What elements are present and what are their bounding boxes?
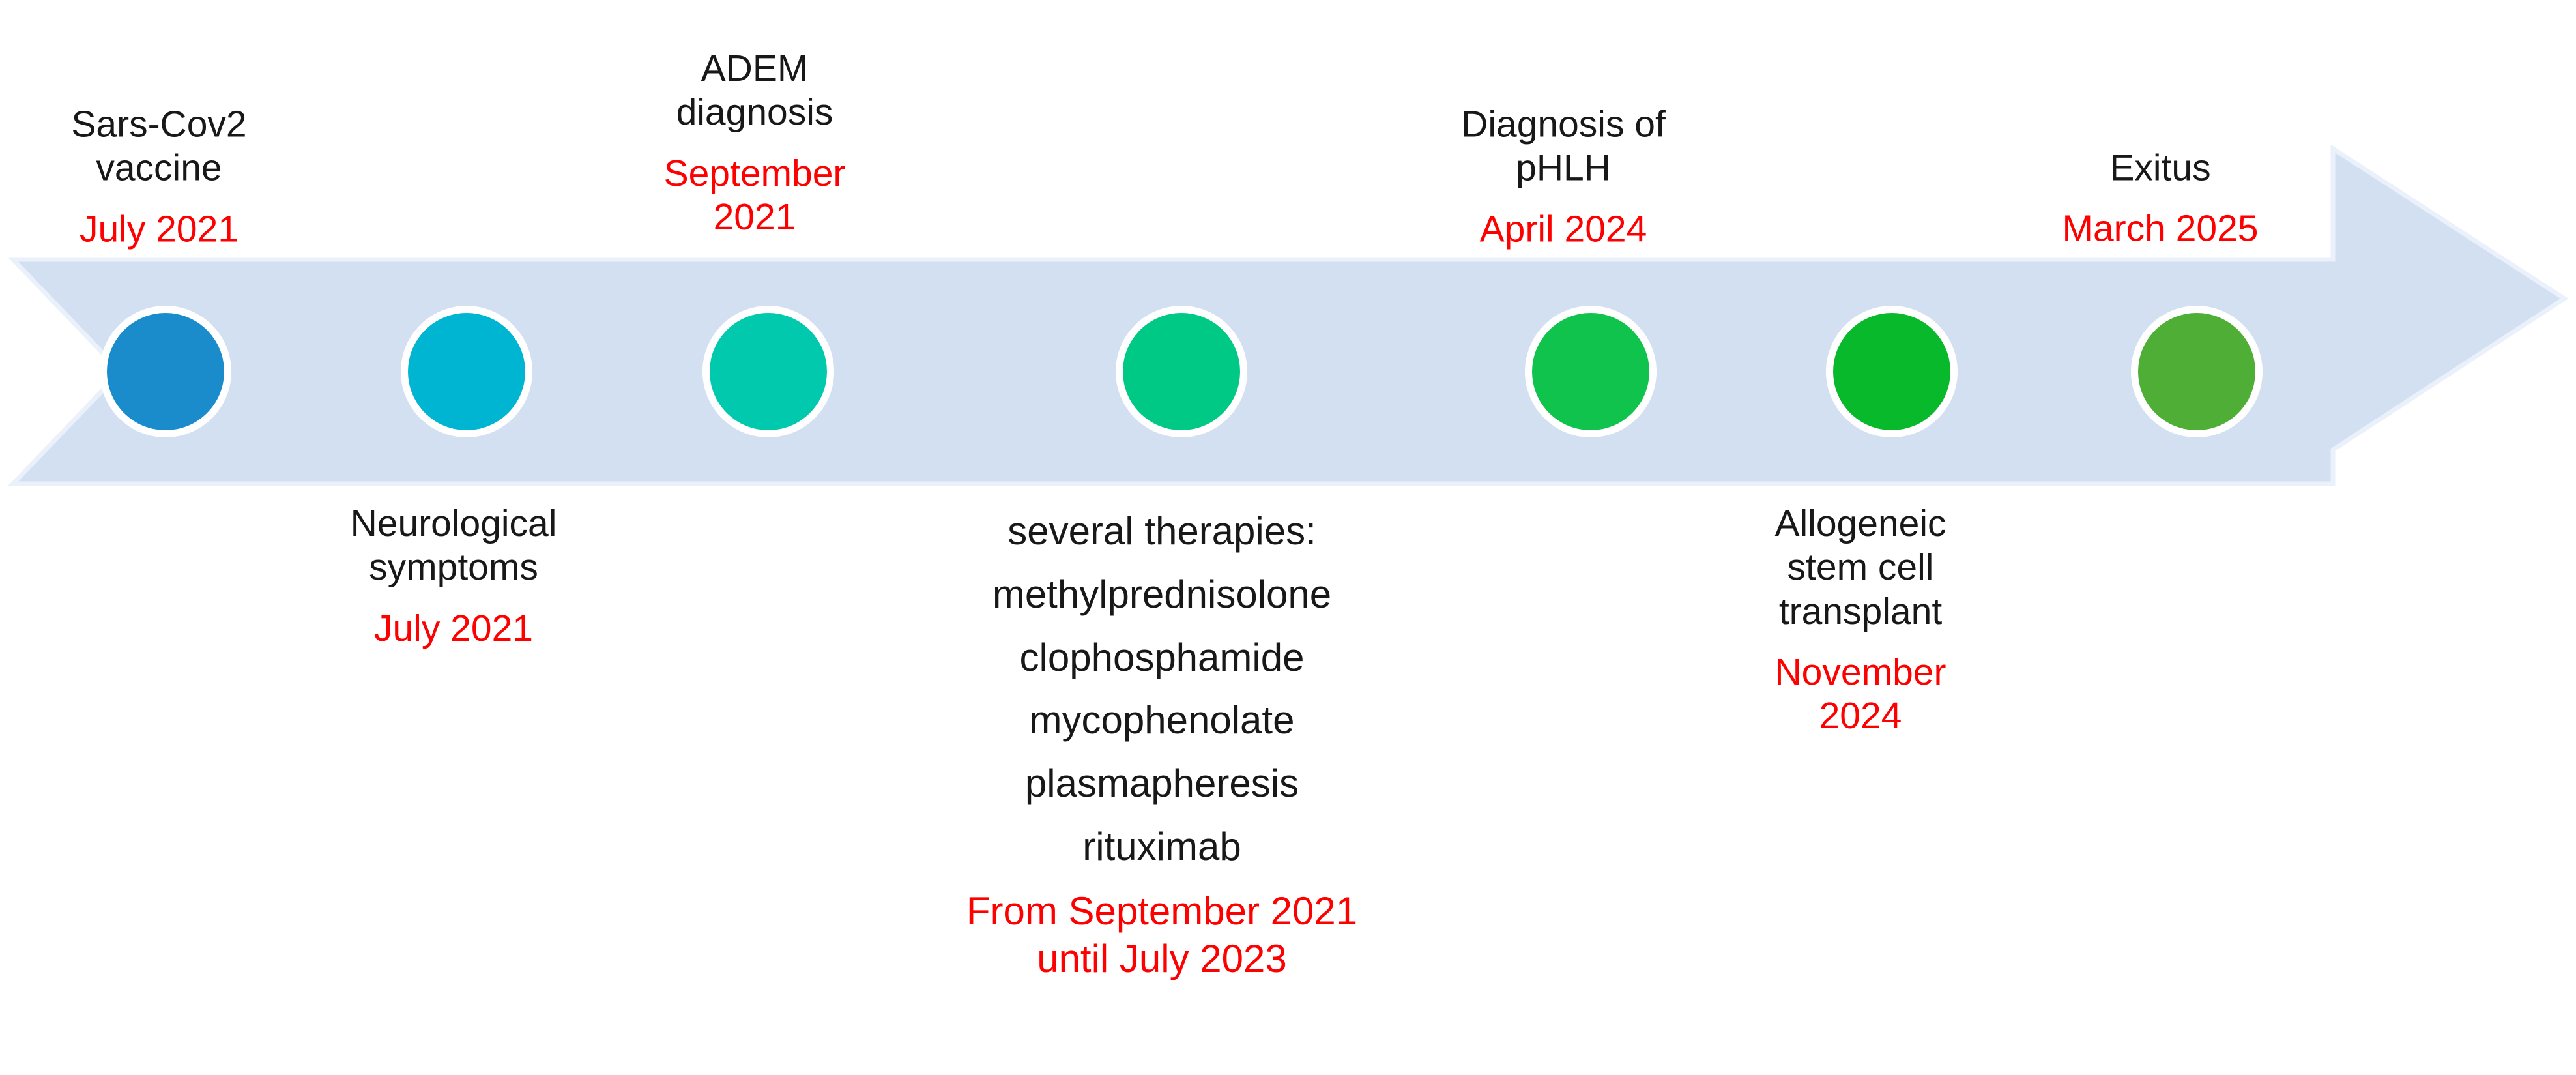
node-1-date-line-1: July 2021 [79, 207, 239, 250]
node-7-date-line-1: March 2025 [2062, 207, 2259, 250]
node-1-title-line-2: vaccine [96, 147, 222, 189]
timeline-label-1: Sars-Cov2 vaccine July 2021 [71, 102, 246, 251]
timeline-dot-2[interactable] [408, 313, 525, 430]
node-3-title-line-2: diagnosis [676, 91, 833, 134]
timeline-dot-6[interactable] [1833, 313, 1950, 430]
node-4-therapy-5: rituximab [1082, 824, 1241, 868]
node-3-date-line-2: 2021 [713, 196, 796, 238]
node-4-therapy-2: clophosphamide [1019, 635, 1305, 679]
timeline-label-6: Allogeneic stem cell transplant November… [1774, 502, 1946, 738]
node-3-title-line-1: ADEM [701, 48, 809, 89]
node-4-date-line-2: until July 2023 [1037, 936, 1287, 980]
node-6-title-line-2: stem cell [1787, 546, 1934, 589]
node-4-therapy-heading: several therapies: [1007, 509, 1316, 553]
timeline-label-5: Diagnosis of pHLH April 2024 [1461, 102, 1666, 251]
node-6-title-line-1: Allogeneic [1774, 503, 1946, 544]
timeline-dot-3[interactable] [710, 313, 827, 430]
node-4-therapy-3: mycophenolate [1029, 698, 1295, 743]
node-4-date-line-1: From September 2021 [966, 889, 1358, 933]
node-4-therapy-1: methylprednisolone [992, 572, 1332, 616]
node-1-title-line-1: Sars-Cov2 [71, 103, 247, 145]
timeline-label-7: Exitus March 2025 [2062, 147, 2258, 252]
node-7-title-line-1: Exitus [2109, 147, 2211, 189]
node-5-title-line-2: pHLH [1516, 147, 1611, 189]
node-6-date-line-1: November [1774, 651, 1946, 693]
node-6-date-line-2: 2024 [1819, 695, 1902, 737]
node-6-title-line-3: transplant [1778, 590, 1943, 632]
timeline-dot-5[interactable] [1532, 313, 1649, 430]
timeline-label-3: ADEM diagnosis September 2021 [664, 47, 846, 239]
node-4-therapy-4: plasmapheresis [1024, 761, 1299, 806]
node-2-title-line-1: Neurological [350, 503, 557, 544]
node-2-date-line-1: July 2021 [373, 607, 533, 649]
timeline-label-2: Neurological symptoms July 2021 [351, 502, 557, 651]
timeline-dot-1[interactable] [107, 313, 224, 430]
node-3-date-line-1: September [663, 152, 846, 194]
node-5-date-line-1: April 2024 [1479, 207, 1647, 250]
timeline-label-4: several therapies: methylprednisolone cl… [966, 508, 1357, 982]
node-5-title-line-1: Diagnosis of [1461, 103, 1666, 145]
node-2-title-line-2: symptoms [369, 546, 538, 589]
timeline-dot-4[interactable] [1123, 313, 1240, 430]
timeline-dot-7[interactable] [2138, 313, 2255, 430]
